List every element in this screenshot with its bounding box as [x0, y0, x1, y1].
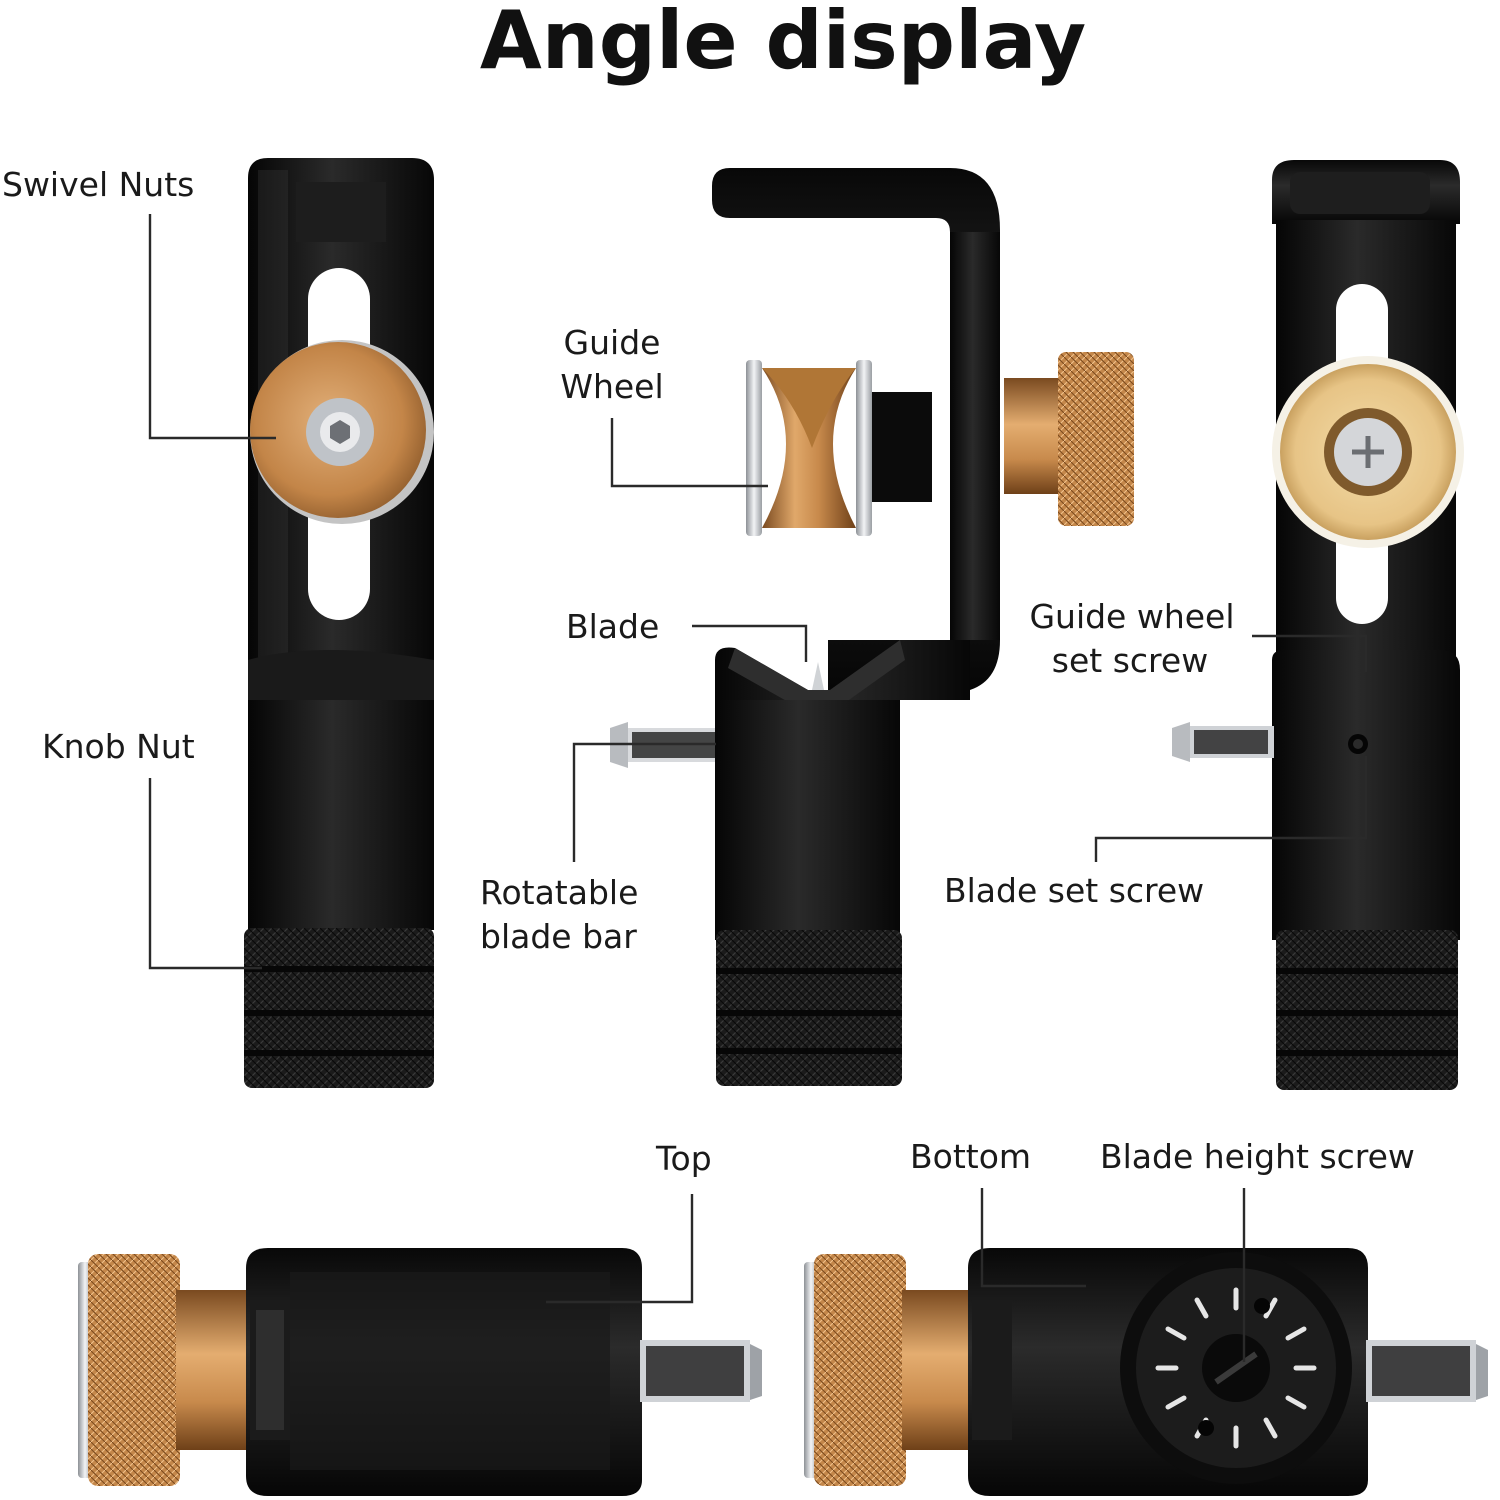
label-rotatable-blade-bar-line1: Rotatable [480, 873, 638, 912]
label-guide-wheel-set-screw-line1: Guide wheel [1029, 597, 1234, 636]
tool-right-view [1172, 160, 1464, 1090]
label-rotatable-blade-bar-line2: blade bar [480, 917, 637, 956]
label-guide-wheel-line1: Guide [564, 323, 661, 362]
tool-front-view [610, 168, 1134, 1086]
leader-lines [148, 214, 1368, 1362]
label-swivel-nuts: Swivel Nuts [2, 165, 194, 204]
label-bottom: Bottom [910, 1137, 1031, 1176]
label-guide-wheel-set-screw-line2: set screw [1052, 641, 1208, 680]
tool-bottom-view [804, 1248, 1488, 1496]
tool-left-view [244, 158, 434, 1088]
page-title: Angle display [480, 0, 1086, 87]
label-knob-nut: Knob Nut [42, 727, 195, 766]
label-top: Top [655, 1139, 712, 1178]
label-guide-wheel-line2: Wheel [560, 367, 663, 406]
label-blade-height-screw: Blade height screw [1100, 1137, 1415, 1176]
tool-top-view [78, 1248, 762, 1496]
label-blade: Blade [566, 607, 659, 646]
label-blade-set-screw: Blade set screw [944, 871, 1204, 910]
